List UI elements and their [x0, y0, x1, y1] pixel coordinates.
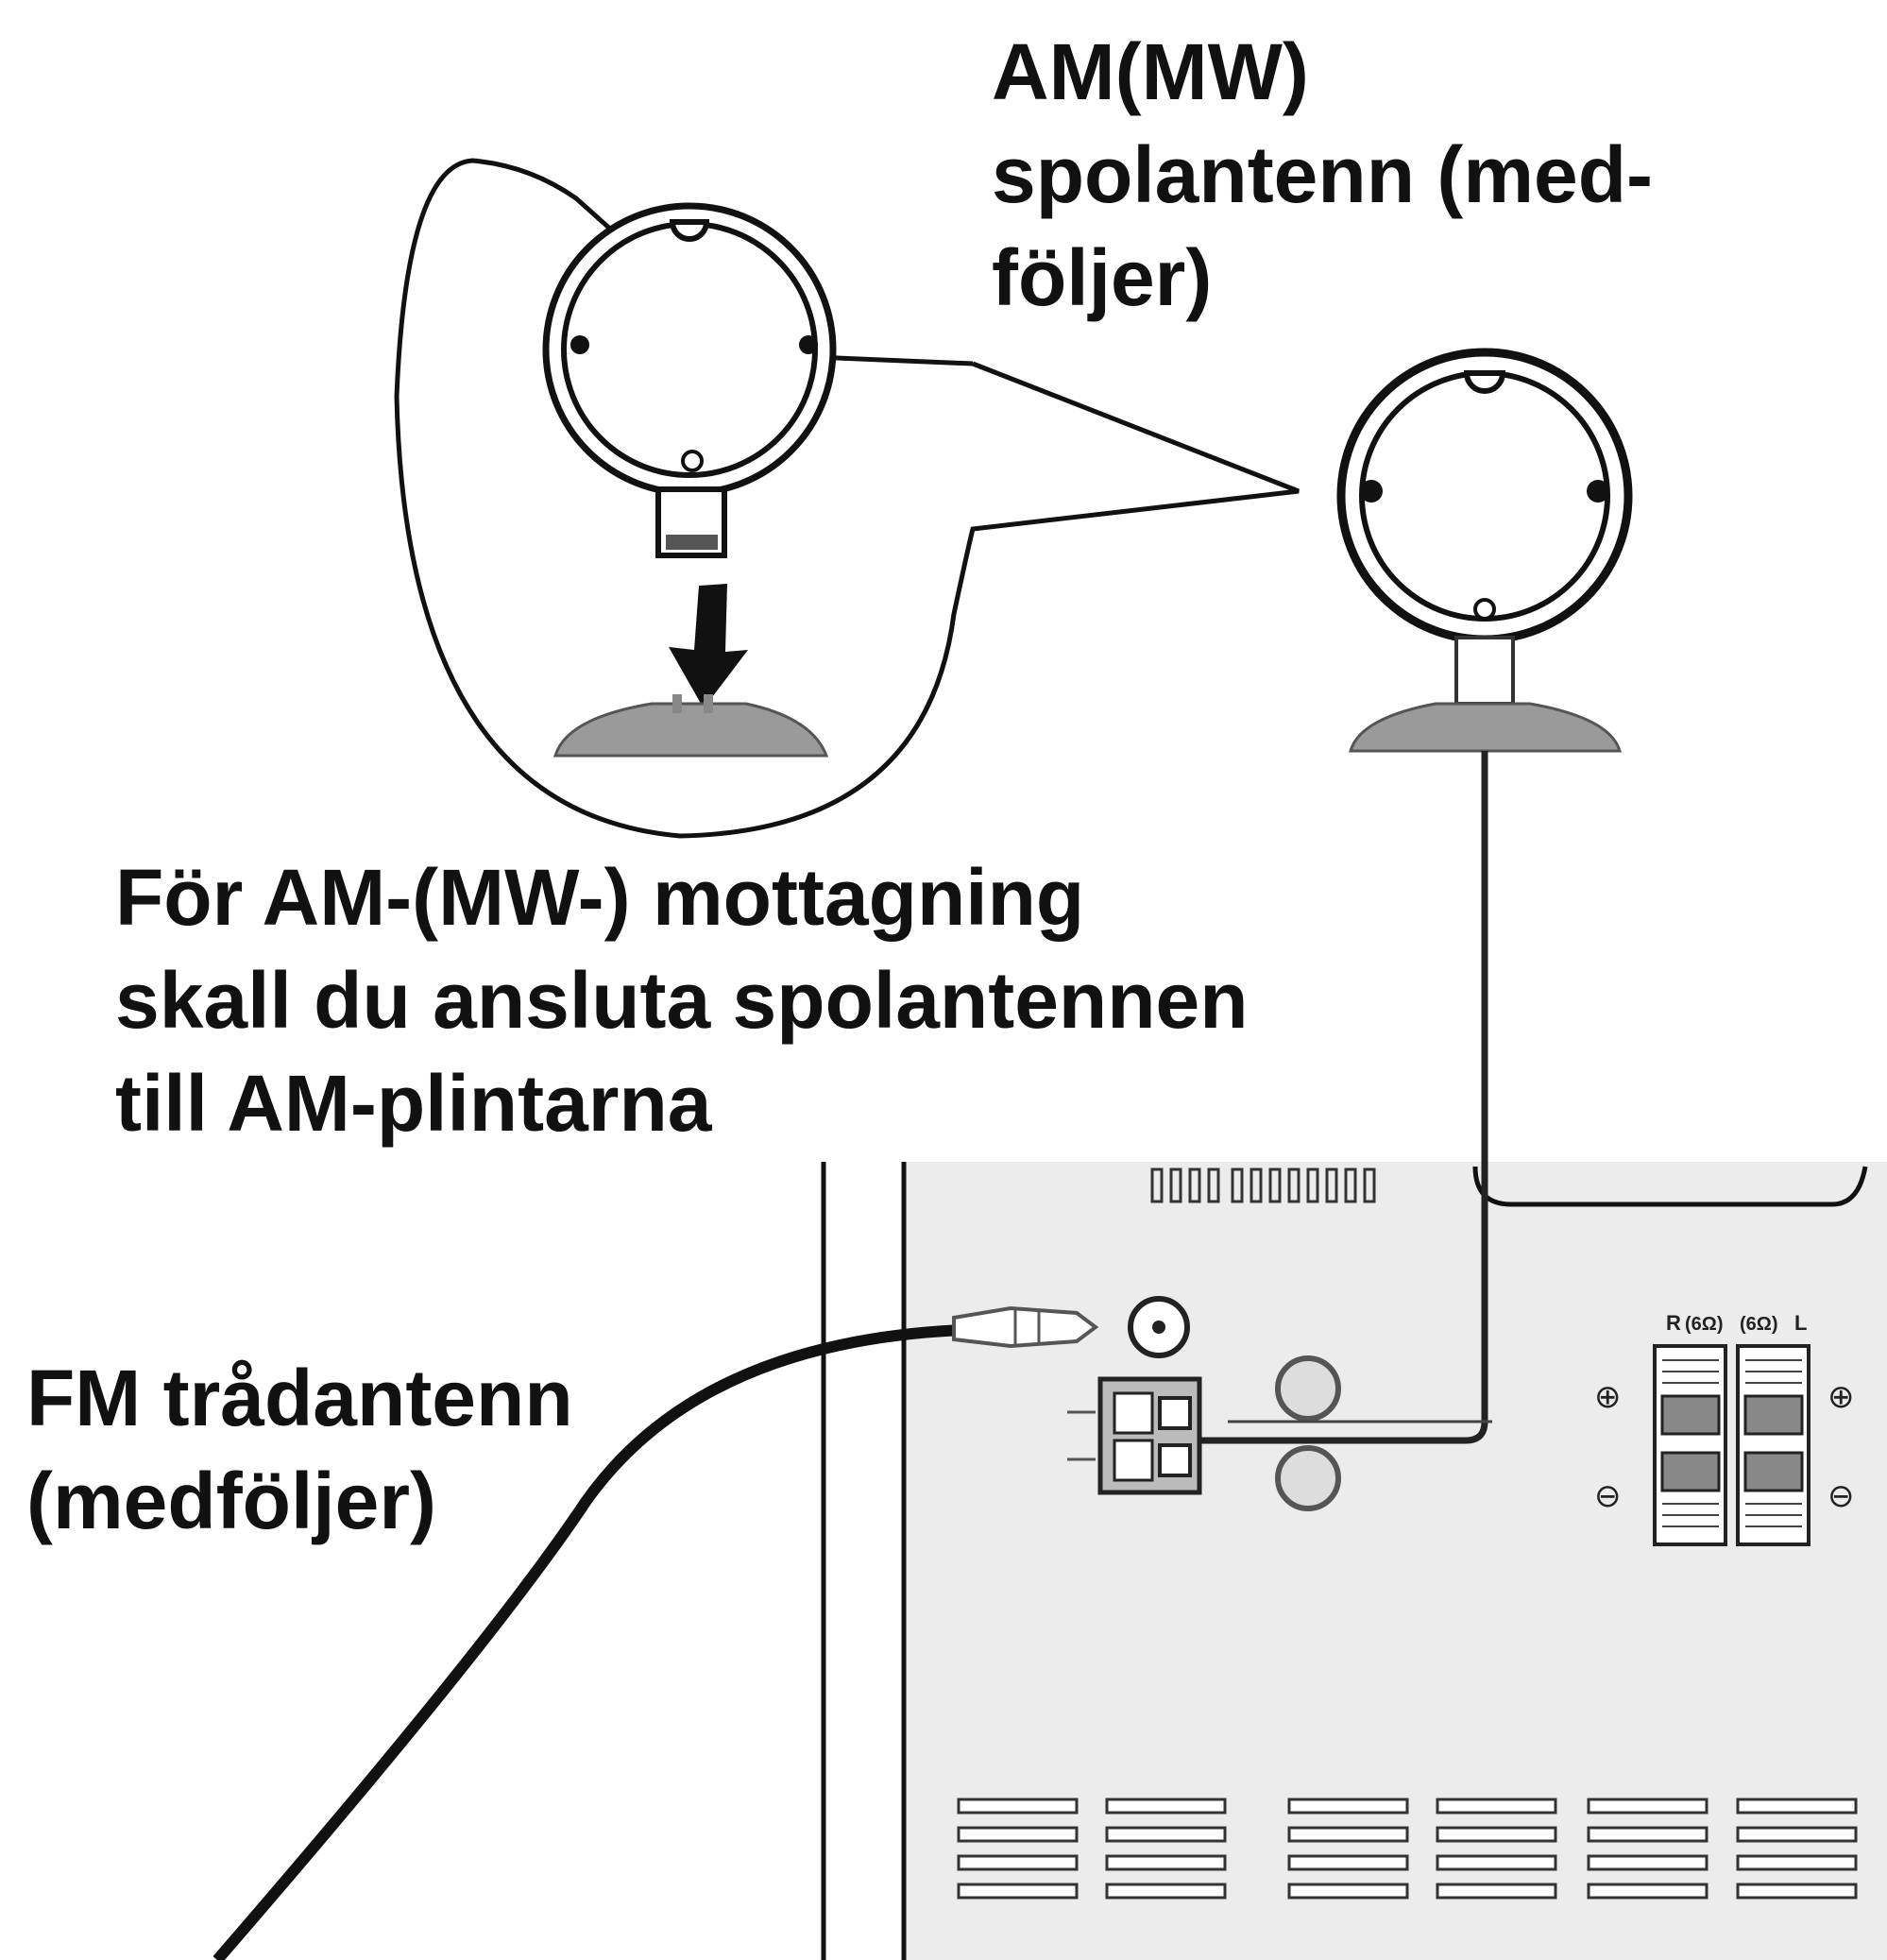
am-antenna-label: AM(MW) spolantenn (med- följer) — [992, 21, 1653, 330]
am-antenna-label-line-3: följer) — [992, 233, 1213, 322]
fm-antenna-label-line-2: (medföljer) — [26, 1457, 437, 1545]
speaker-impedance-l: (6Ω) — [1740, 1314, 1777, 1335]
speaker-plus-left: ⊕ — [1594, 1378, 1622, 1416]
am-instruction-line-3: till AM-plintarna — [115, 1059, 712, 1148]
speaker-terminals: R (6Ω) (6Ω) L ⊕ ⊕ ⊖ ⊖ — [1594, 1311, 1855, 1546]
speaker-r-mark: R — [1666, 1311, 1681, 1335]
am-antenna-label-line-1: AM(MW) — [992, 27, 1309, 116]
am-instruction-label: För AM-(MW-) mottagning skall du ansluta… — [115, 846, 1249, 1155]
am-loop-antenna-icon — [1336, 348, 1633, 753]
vent-slots — [1150, 1167, 1376, 1203]
fm-wire-antenna-icon — [212, 1305, 1099, 1960]
speaker-l-mark: L — [1794, 1311, 1807, 1335]
am-instruction-line-2: skall du ansluta spolantennen — [115, 956, 1249, 1045]
speaker-minus-right: ⊖ — [1828, 1477, 1855, 1515]
am-terminal-block — [1067, 1376, 1202, 1495]
am-antenna-label-line-2: spolantenn (med- — [992, 130, 1654, 219]
speaker-plus-right: ⊕ — [1828, 1378, 1855, 1416]
fm-antenna-label: FM trådantenn (medföljer) — [26, 1347, 573, 1553]
fm-antenna-label-line-1: FM trådantenn — [26, 1354, 573, 1442]
rear-panel: R (6Ω) (6Ω) L ⊕ ⊕ ⊖ ⊖ — [821, 1162, 1887, 1960]
assembly-detail-callout — [394, 158, 1300, 839]
bottom-connector-rows — [957, 1798, 1858, 1900]
am-instruction-line-1: För AM-(MW-) mottagning — [115, 853, 1085, 942]
speaker-minus-left: ⊖ — [1594, 1477, 1622, 1515]
speaker-impedance-r: (6Ω) — [1685, 1314, 1723, 1335]
